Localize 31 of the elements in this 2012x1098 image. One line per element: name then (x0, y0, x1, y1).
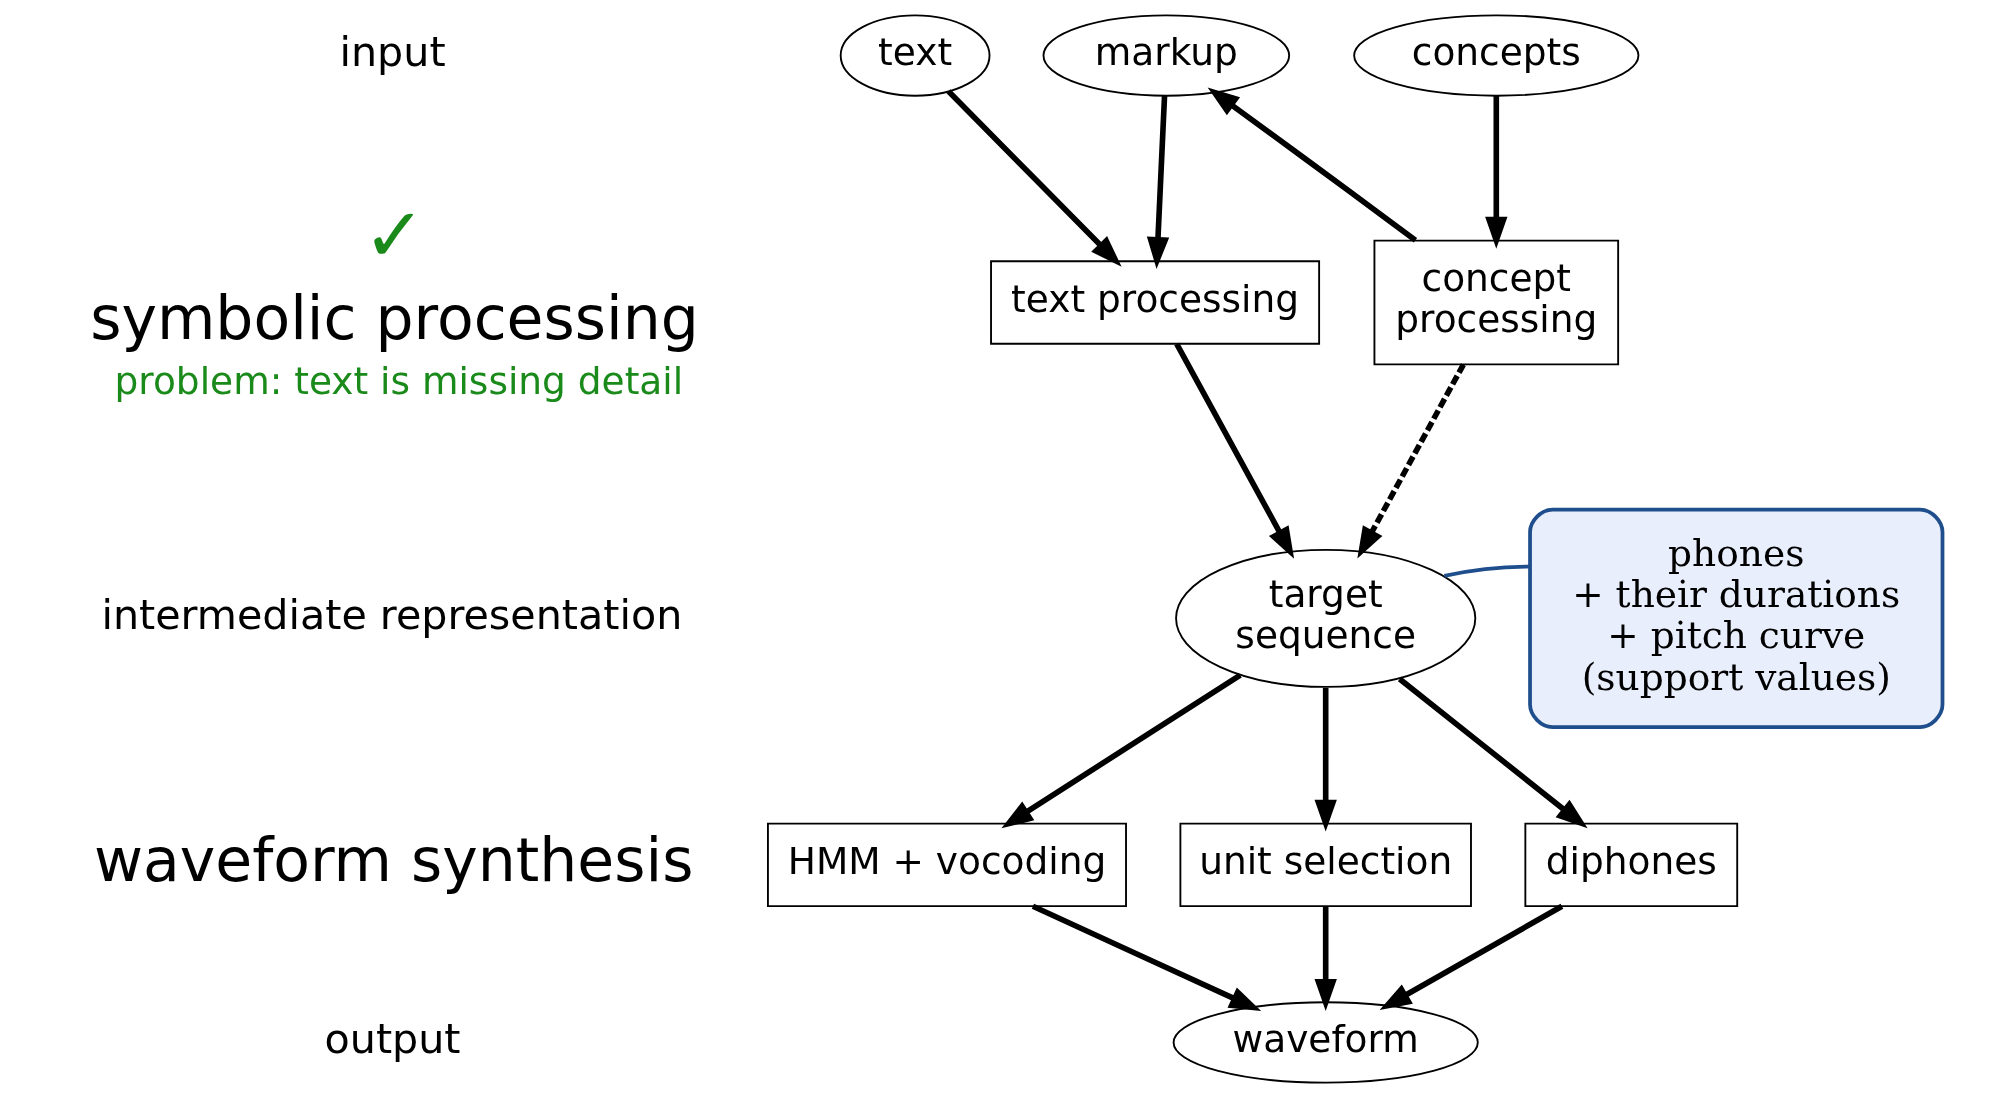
node-box: phones + their durations + pitch curve (support values) (1527, 507, 1944, 729)
arrow (1000, 672, 1242, 829)
arrow (1207, 87, 1417, 243)
arrow (1379, 903, 1563, 1010)
arrow (1356, 363, 1466, 559)
connector (1443, 564, 1530, 578)
label: ✓ (362, 191, 426, 280)
node-box: HMM + vocoding (766, 822, 1127, 908)
label: output (324, 1014, 461, 1063)
node-ellipse: concepts (1352, 14, 1639, 97)
arrow (945, 89, 1122, 267)
label: waveform synthesis (93, 825, 693, 896)
arrow (1397, 676, 1588, 829)
node-ellipse: markup (1042, 14, 1290, 97)
label: problem: text is missing detail (114, 359, 683, 404)
label: input (339, 28, 446, 77)
arrow (1146, 95, 1169, 269)
arrow (1173, 342, 1294, 559)
node-ellipse: target sequence (1174, 548, 1476, 688)
node-ellipse: text (839, 14, 990, 97)
arrow (1031, 903, 1261, 1011)
arrow (1314, 906, 1337, 1011)
label: symbolic processing (89, 283, 699, 354)
node-ellipse: waveform (1172, 1001, 1479, 1084)
node-box: concept processing (1373, 239, 1619, 366)
node-box: text processing (989, 260, 1320, 345)
node-box: unit selection (1178, 822, 1472, 908)
label: intermediate representation (100, 590, 682, 639)
arrow (1314, 687, 1337, 832)
node-box: diphones (1523, 822, 1738, 908)
arrow (1484, 95, 1507, 249)
